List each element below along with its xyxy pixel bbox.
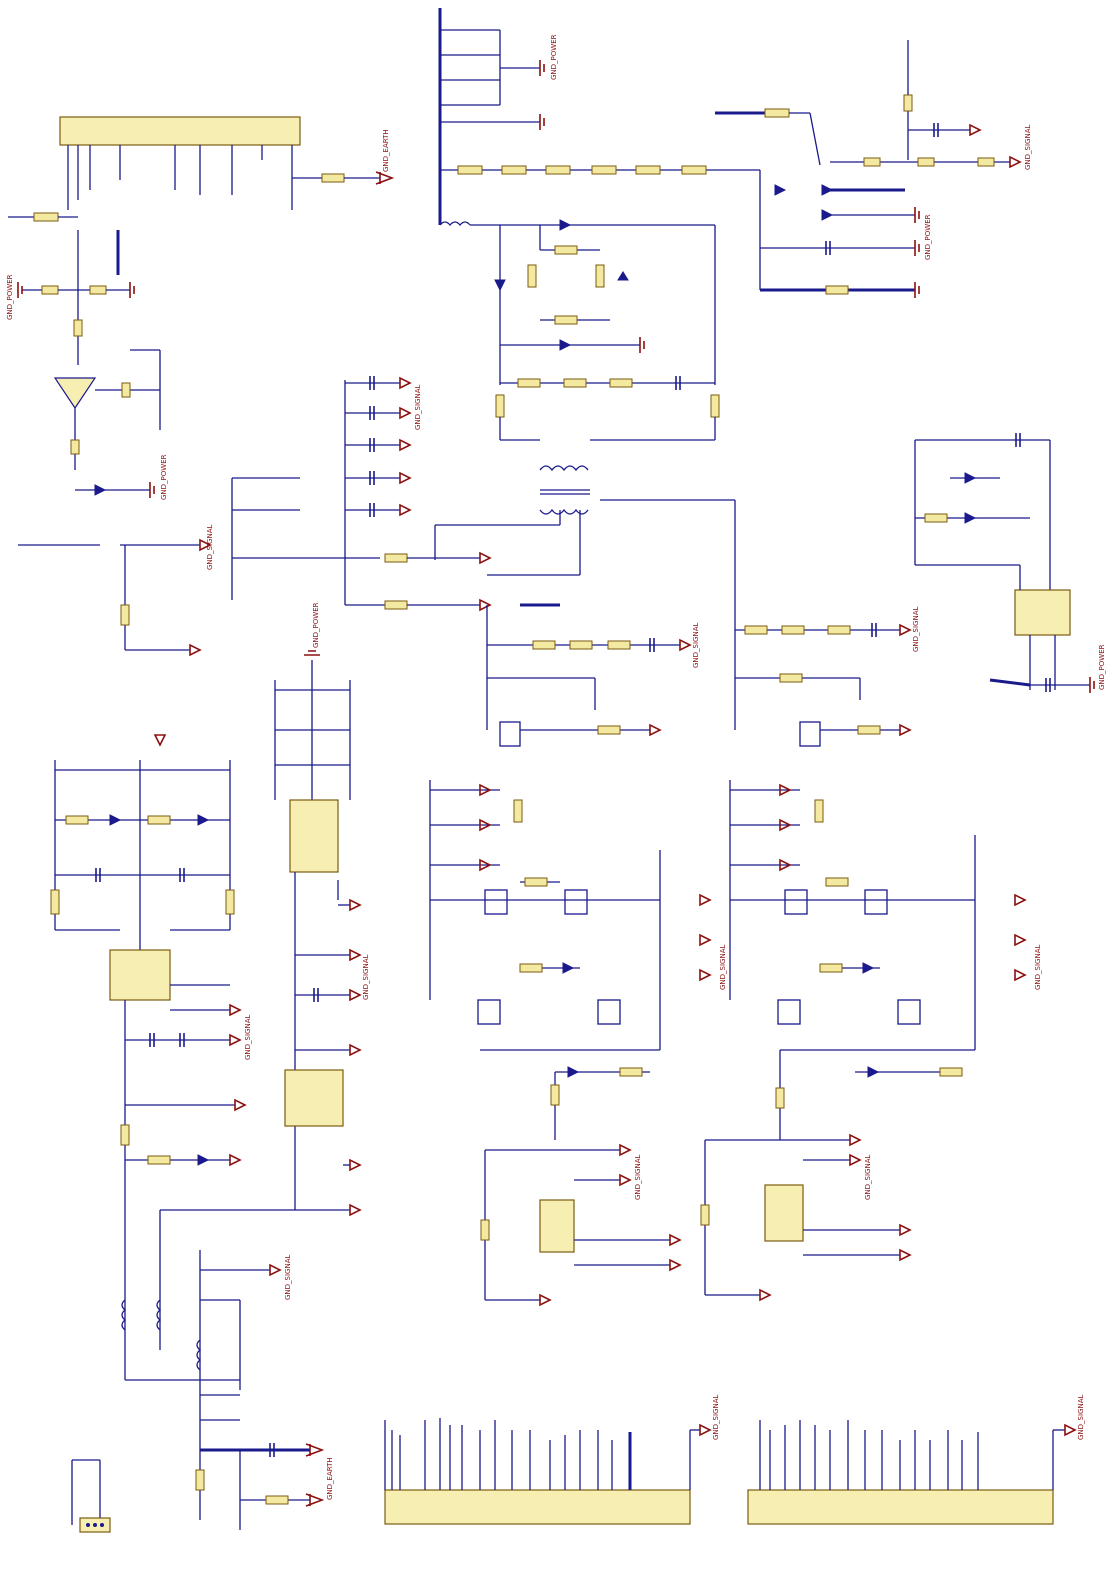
gate-driver-ic-right [764,1184,804,1242]
gnd-signal-mid: GND_SIGNAL GND_SIGNAL [649,606,920,737]
gate-driver-ic-left [539,1199,575,1253]
connector-header-bottom-left [384,1489,691,1525]
gnd-power-top-center: GND_POWER [539,34,645,353]
gnd-signal-label-5: GND_SIGNAL [912,606,920,652]
small-connector-bottom-left [71,1459,111,1533]
gnd-signal-center-dcdc: GND_SIGNAL [349,898,370,1217]
gnd-signal-label-14: GND_SIGNAL [1077,1394,1085,1440]
dcdc-ic-center-bottom [284,1069,344,1127]
center-capacitor-bank [231,376,560,610]
mosfet-bridge-right [729,721,976,1140]
gnd-signal-dcdc-left: GND_SIGNAL [153,734,252,1167]
gnd-signal-label-4: GND_SIGNAL [692,622,700,668]
gnd-power-label-3: GND_POWER [550,34,558,80]
gate-driver-left [480,1149,670,1301]
transformer [487,465,736,730]
bottom-left-filter [121,1190,310,1530]
top-left-connector-block [8,116,380,222]
gnd-signal-label-7: GND_SIGNAL [1034,944,1042,990]
gnd-signal-label-8: GND_SIGNAL [634,1154,642,1200]
gnd-signal-label-3: GND_SIGNAL [1024,124,1032,170]
mid-right-resistor-chains [486,605,900,735]
right-opto-ic-block [914,433,1090,692]
left-dcdc-module [50,760,235,1190]
gnd-signal-label-2: GND_SIGNAL [414,384,422,430]
gnd-power-center-top: GND_POWER [304,602,320,656]
top-right-opto-block [715,40,1010,295]
gnd-signal-left: GND_SIGNAL [189,524,214,657]
gnd-signal-label-13: GND_SIGNAL [712,1394,720,1440]
center-dcdc-modules [159,660,351,1350]
opamp [53,377,97,410]
gnd-signal-label-10: GND_SIGNAL [244,1014,252,1060]
gnd-signal-drivers: GND_SIGNAL GND_SIGNAL [539,1133,912,1307]
gnd-signal-label-11: GND_SIGNAL [362,954,370,1000]
gnd-earth-label: GND_EARTH [382,129,390,172]
gnd-power-label-5: GND_POWER [1098,644,1106,690]
gnd-signal-label-9: GND_SIGNAL [864,1154,872,1200]
gnd-signal-center: GND_SIGNAL [399,376,492,612]
gate-driver-right [700,1139,900,1296]
bottom-connector-right [747,1420,1065,1525]
dcdc-ic-center-top [289,799,339,873]
gnd-signal-label-6: GND_SIGNAL [719,944,727,990]
gnd-power-right: GND_POWER [1089,644,1106,693]
mosfet-bridge-left [429,721,661,1140]
gnd-power-top-right: GND_POWER GND_SIGNAL [914,123,1032,298]
gnd-signal-label-1: GND_SIGNAL [206,524,214,570]
connector-header [59,116,301,146]
gnd-signal-bridge-left: GND_SIGNAL [479,783,727,990]
gnd-earth-1: GND_EARTH [375,129,395,185]
gnd-power-label-2: GND_POWER [160,454,168,500]
top-center-power-chain [438,8,760,441]
gnd-power-left: GND_POWER GND_POWER [6,274,168,500]
gnd-power-label-6: GND_POWER [312,602,320,648]
left-power-opamp-block [18,230,200,651]
gnd-signal-bridge-right: GND_SIGNAL [779,783,1042,990]
opto-ic [1014,589,1071,636]
gnd-earth-label-2: GND_EARTH [326,1457,334,1500]
bottom-connector-left [384,1418,700,1525]
gnd-power-label-left: GND_POWER [6,274,14,320]
gnd-earth-bottom: GND_SIGNAL GND_EARTH [269,1254,334,1507]
connector-header-bottom-right [747,1489,1054,1525]
gnd-signal-bottom-connectors: GND_SIGNAL GND_SIGNAL [699,1394,1085,1440]
gnd-power-label-4: GND_POWER [924,214,932,260]
gnd-signal-label-12: GND_SIGNAL [284,1254,292,1300]
dcdc-ic-left [109,949,171,1001]
